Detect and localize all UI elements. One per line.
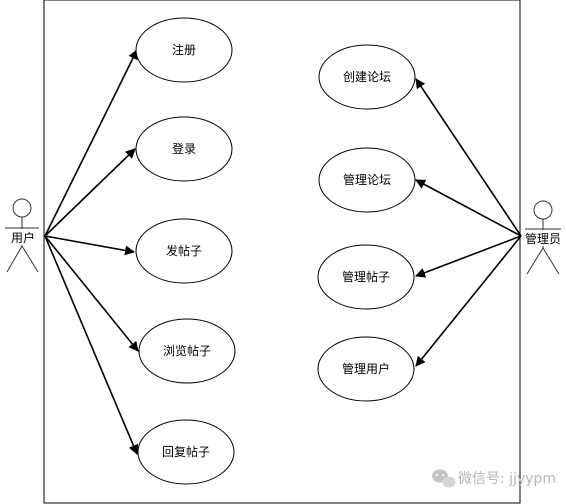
svg-text:管理用户: 管理用户 bbox=[342, 361, 390, 376]
assoc-user-reply bbox=[44, 235, 139, 455]
actor-user-label: 用户 bbox=[11, 230, 35, 245]
actor-admin-head bbox=[533, 200, 553, 220]
assoc-user-register bbox=[44, 49, 138, 237]
assoc-user-login bbox=[44, 148, 136, 237]
use-case-register: 注册 bbox=[135, 17, 233, 83]
assoc-admin-manage-forum bbox=[415, 179, 522, 237]
assoc-user-browse bbox=[44, 235, 139, 352]
svg-text:创建论坛: 创建论坛 bbox=[343, 70, 391, 84]
admin-associations bbox=[415, 78, 522, 367]
svg-text:注册: 注册 bbox=[172, 42, 196, 57]
use-case-reply: 回复帖子 bbox=[137, 419, 235, 485]
svg-text:浏览帖子: 浏览帖子 bbox=[163, 343, 211, 358]
watermark-text: 微信号: jjyypm bbox=[458, 471, 556, 487]
use-case-create-forum: 创建论坛 bbox=[318, 44, 416, 110]
watermark: 微信号: jjyypm bbox=[432, 469, 556, 488]
assoc-admin-manage-users bbox=[415, 235, 522, 367]
system-boundary bbox=[43, 0, 521, 504]
use-case-browse: 浏览帖子 bbox=[138, 318, 236, 384]
actor-user-head bbox=[12, 198, 32, 218]
use-case-manage-forum: 管理论坛 bbox=[318, 147, 416, 213]
use-case-manage-posts: 管理帖子 bbox=[317, 244, 415, 310]
use-case-login: 登录 bbox=[135, 116, 233, 182]
assoc-admin-create-forum bbox=[415, 78, 522, 237]
svg-text:回复帖子: 回复帖子 bbox=[162, 444, 210, 459]
svg-text:发帖子: 发帖子 bbox=[166, 243, 202, 258]
actor-user: 用户 bbox=[5, 198, 39, 273]
svg-text:管理论坛: 管理论坛 bbox=[343, 172, 391, 187]
use-case-manage-users: 管理用户 bbox=[317, 336, 415, 402]
actor-admin-label: 管理员 bbox=[525, 231, 561, 246]
actor-admin: 管理员 bbox=[522, 200, 564, 275]
svg-text:管理帖子: 管理帖子 bbox=[342, 269, 390, 284]
assoc-user-post bbox=[44, 235, 135, 256]
use-case-post: 发帖子 bbox=[135, 218, 233, 284]
user-associations bbox=[44, 49, 139, 455]
assoc-admin-manage-posts bbox=[415, 235, 522, 278]
svg-text:登录: 登录 bbox=[172, 141, 196, 156]
wechat-icon bbox=[432, 469, 456, 488]
